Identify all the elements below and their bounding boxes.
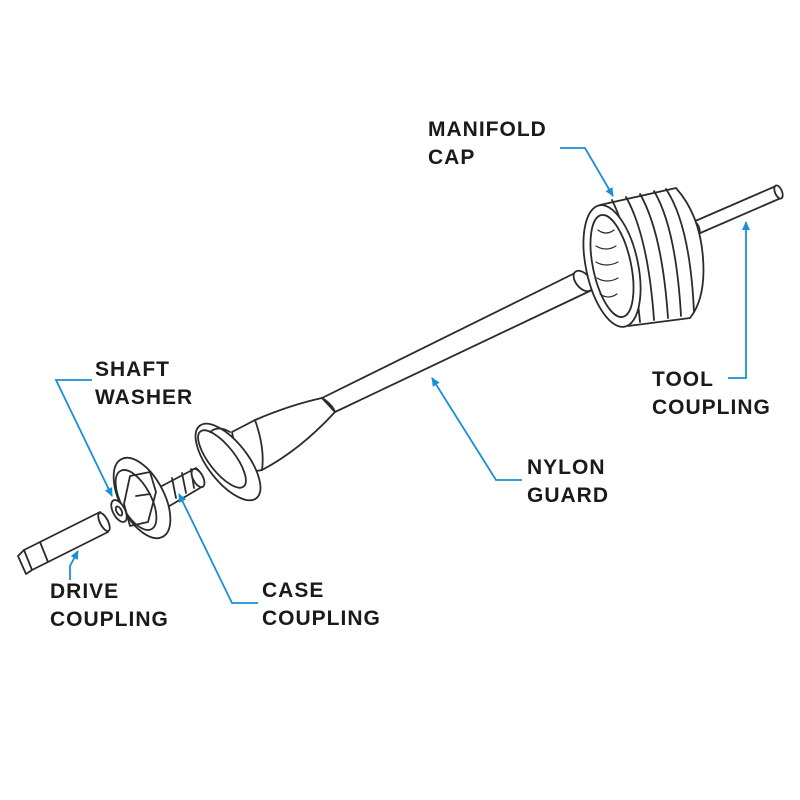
shaft-washer-label-line1: SHAFT [95, 358, 170, 381]
manifold-cap-label-line1: MANIFOLD [428, 118, 547, 141]
nylon-guard-label-line1: NYLON [527, 456, 606, 479]
shaft-washer-label: SHAFT WASHER [95, 356, 193, 412]
tool-coupling-label: TOOL COUPLING [652, 366, 771, 422]
drive-coupling-label-line1: DRIVE [50, 580, 120, 603]
drive-coupling-part [17, 511, 111, 575]
case-coupling-label-line1: CASE [262, 579, 325, 602]
case-coupling-label: CASE COUPLING [262, 577, 381, 633]
manifold-cap-part [582, 187, 705, 328]
tool-coupling-label-line2: COUPLING [652, 396, 771, 419]
drive-coupling-label-line2: COUPLING [50, 608, 169, 631]
drive-coupling-label: DRIVE COUPLING [50, 578, 169, 634]
shaft-washer-leader [54, 379, 113, 497]
shaft-washer-part [110, 499, 128, 523]
drive-coupling-leader [69, 550, 79, 580]
manifold-cap-leader [560, 147, 614, 197]
manifold-cap-label: MANIFOLD CAP [428, 116, 547, 172]
nylon-guard-label: NYLON GUARD [527, 454, 609, 510]
tool-coupling-leader [728, 221, 750, 379]
tool-coupling-label-line1: TOOL [652, 368, 714, 391]
tool-coupling-part [690, 184, 784, 236]
nylon-guard-label-line2: GUARD [527, 484, 609, 507]
shaft-washer-label-line2: WASHER [95, 386, 194, 409]
case-coupling-part [112, 456, 206, 540]
case-coupling-label-line2: COUPLING [262, 607, 381, 630]
nylon-guard-part [194, 269, 594, 502]
case-coupling-leader [178, 493, 258, 604]
manifold-cap-label-line2: CAP [428, 146, 476, 169]
nylon-guard-leader [431, 377, 522, 481]
